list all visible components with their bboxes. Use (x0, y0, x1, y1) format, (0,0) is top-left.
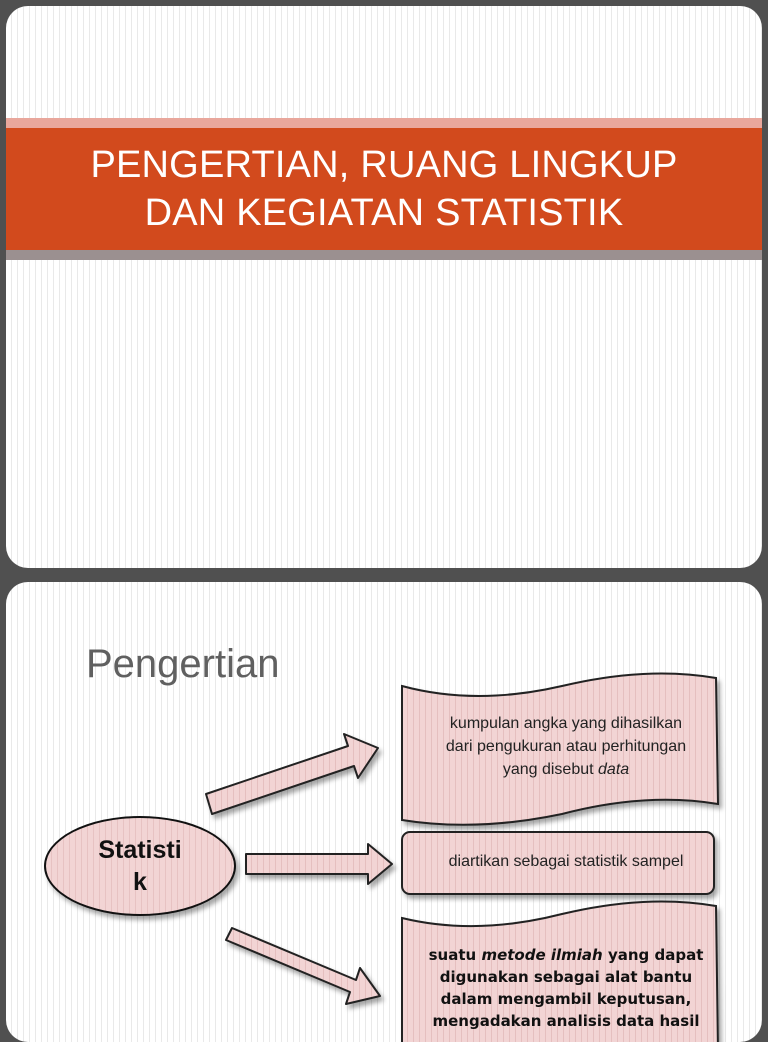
title-slide: PENGERTIAN, RUANG LINGKUP DAN KEGIATAN S… (6, 6, 762, 568)
statistik-node: Statisti k (44, 816, 236, 916)
definition-1-line-2: dari pengukuran atau perhitungan (410, 735, 722, 758)
definition-2-text: diartikan sebagai statistik sampel (410, 850, 722, 873)
arrow-to-definition-2 (246, 844, 392, 884)
definition-3-line-3: dalam mengambil keputusan, (410, 988, 722, 1010)
definition-1-line-3-text: yang disebut (503, 761, 598, 778)
slide-title: PENGERTIAN, RUANG LINGKUP DAN KEGIATAN S… (6, 128, 762, 250)
definition-1-italic-term: data (598, 761, 629, 778)
slide-title-line-2: DAN KEGIATAN STATISTIK (145, 189, 624, 237)
definition-3-line-2: digunakan sebagai alat bantu (410, 966, 722, 988)
slide-title-line-1: PENGERTIAN, RUANG LINGKUP (90, 141, 677, 189)
definition-3-line-4: mengadakan analisis data hasil (410, 1010, 722, 1032)
definition-box-1: kumpulan angka yang dihasilkan dari peng… (410, 712, 722, 781)
title-band-top-stripe (6, 118, 762, 128)
definition-1-line-3: yang disebut data (410, 758, 722, 781)
definition-3-line-1-suffix: yang dapat (603, 946, 704, 964)
definition-box-3: suatu metode ilmiah yang dapat digunakan… (410, 944, 722, 1032)
definition-3-line-1: suatu metode ilmiah yang dapat (410, 944, 722, 966)
statistik-node-line-2: k (133, 866, 147, 898)
definition-3-italic-term: metode ilmiah (481, 946, 602, 964)
definition-box-2: diartikan sebagai statistik sampel (410, 850, 722, 873)
definition-3-line-1-prefix: suatu (429, 946, 482, 964)
statistik-node-line-1: Statisti (98, 834, 181, 866)
title-band-bottom-stripe (6, 250, 762, 260)
content-slide: Pengertian (6, 582, 762, 1042)
arrow-to-definition-3 (226, 928, 380, 1004)
arrow-to-definition-1 (206, 734, 378, 814)
definition-1-line-1: kumpulan angka yang dihasilkan (410, 712, 722, 735)
